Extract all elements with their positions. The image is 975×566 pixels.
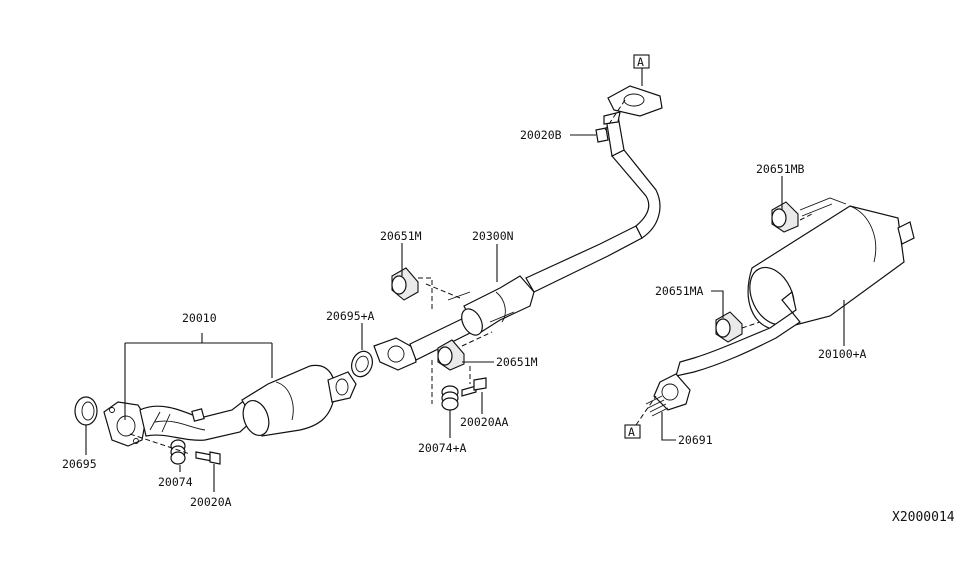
diagram-id: X2000014 <box>892 510 955 525</box>
mounting-rubber-20651M-low <box>437 339 465 371</box>
nut-20020B <box>595 127 609 143</box>
gasket-20691 <box>645 395 669 417</box>
center-pipe-20300N <box>373 85 663 371</box>
bolt-20020AA <box>461 377 487 397</box>
spring-20074 <box>170 439 186 465</box>
reference-box-a-top: A <box>633 54 650 69</box>
label-20074: 20074 <box>158 475 193 489</box>
label-20020AA: 20020AA <box>460 415 509 429</box>
mounting-rubber-20651M-top <box>391 267 419 301</box>
label-20651M-top: 20651M <box>380 229 422 243</box>
bolt-20020A <box>195 451 221 465</box>
label-20695: 20695 <box>62 457 97 471</box>
label-20100-A: 20100+A <box>818 347 867 361</box>
dashed-assembly-lines <box>129 99 813 455</box>
mounting-rubber-20651MB <box>771 201 799 233</box>
mounting-rubber-20651MA <box>715 311 743 343</box>
reference-a-bottom-label: A <box>628 425 635 439</box>
label-20010: 20010 <box>182 311 217 325</box>
label-20695-A: 20695+A <box>326 309 375 323</box>
gasket-20695 <box>74 396 98 426</box>
label-20651M-low: 20651M <box>496 355 538 369</box>
label-20651MB: 20651MB <box>756 162 805 176</box>
leader-lines <box>85 68 845 492</box>
label-20300N: 20300N <box>472 229 514 243</box>
label-20020B: 20020B <box>520 128 562 142</box>
reference-box-a-bottom: A <box>624 424 641 439</box>
reference-a-top-label: A <box>637 55 644 69</box>
main-muffler-20100-A <box>653 197 915 411</box>
label-20020A: 20020A <box>190 495 232 509</box>
front-pipe-catalytic-converter-20010 <box>103 364 357 447</box>
spring-20074-A <box>441 385 459 411</box>
label-20074-A: 20074+A <box>418 441 467 455</box>
gasket-20695-A <box>351 350 373 378</box>
label-20691: 20691 <box>678 433 713 447</box>
label-20651MA: 20651MA <box>655 284 704 298</box>
